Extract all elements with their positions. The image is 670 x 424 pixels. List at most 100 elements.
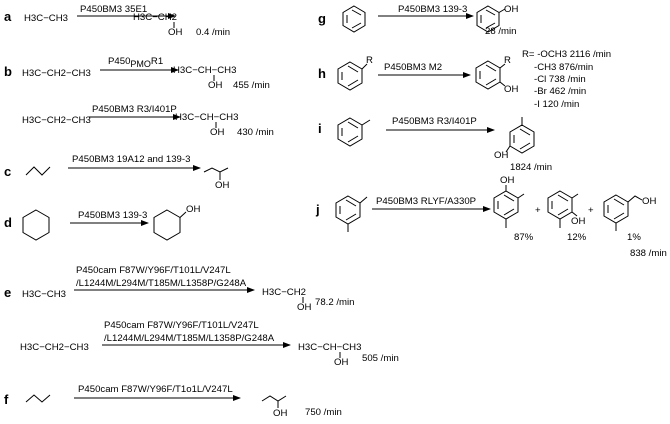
activity-rate: 838 /min (630, 248, 667, 259)
r-bond (499, 63, 506, 69)
hydroxyl-label: OH (208, 80, 222, 91)
double-bond (613, 198, 625, 206)
oh-bond (498, 8, 506, 13)
double-bond (485, 22, 496, 29)
double-bond (485, 78, 497, 86)
activity-rate: 1824 /min (510, 162, 552, 173)
product-isopropanol: H3C−CH−CH3 (175, 112, 238, 123)
plus-sign: + (588, 205, 594, 216)
hydroxyl-label: OH (215, 180, 229, 191)
butane-skeletal (25, 166, 51, 176)
reaction-label-a: a (4, 9, 12, 24)
enzyme-label-line1: P450cam F87W/Y96F/T101L/V247L (76, 265, 231, 276)
enzyme-label: P450BM3 19A12 and 139-3 (72, 154, 190, 165)
hydroxyl-label: OH (642, 196, 656, 207)
activity-rate: 78.2 /min (315, 297, 354, 308)
hydroxyl-label: OH (273, 408, 287, 419)
double-bond (347, 135, 359, 143)
reaction-c: c P450BM3 19A12 and 139-3 OH (4, 154, 229, 191)
enzyme-label: P450cam F87W/Y96F/T1o1L/V247L (78, 384, 233, 395)
reaction-e-1: e H3C−CH3 P450cam F87W/Y96F/T101L/V247L … (4, 265, 354, 313)
oh-bond (499, 81, 506, 87)
double-bond (613, 212, 625, 220)
reaction-h: h R P450BM3 M2 R OH R= -OCH3 2116 /min -… (318, 49, 611, 110)
enzyme-suffix: R1 (151, 56, 163, 67)
rate-r-cl: -Cl 738 /min (534, 74, 586, 85)
reaction-label-i: i (318, 121, 322, 136)
reaction-i: i P450BM3 R3/I401P OH 1824 /min (318, 116, 552, 173)
r-bond (361, 63, 368, 70)
substituent-r: R (366, 55, 373, 66)
double-bond (503, 208, 515, 216)
hydroxyl-label: OH (168, 27, 182, 38)
enzyme-label: P450BM3 35E1 (80, 4, 147, 15)
substrate-propane: H3C−CH2−CH3 (22, 115, 91, 126)
double-bond (345, 199, 357, 207)
double-bond (345, 213, 357, 221)
enzyme-subscript: PMO (130, 59, 151, 69)
hydroxyl-label: OH (504, 4, 518, 15)
reaction-b-1: b H3C−CH2−CH3 P450PMOR1 H3C−CH−CH3 OH 45… (4, 56, 270, 91)
product-ethanol: H3C−CH2 (133, 12, 177, 23)
butanol-skeletal (203, 167, 229, 173)
double-bond (347, 79, 359, 87)
reaction-label-j: j (315, 202, 320, 217)
cyclohexane-ring (22, 209, 50, 241)
rate-r-ome: R= -OCH3 2116 /min (522, 49, 611, 60)
enzyme-label: P450PMOR1 (108, 56, 163, 69)
plus-sign: + (535, 205, 541, 216)
product-isopropanol: H3C−CH−CH3 (298, 342, 361, 353)
yield-1: 1% (627, 232, 641, 243)
reaction-label-b: b (4, 64, 12, 79)
double-bond (347, 121, 359, 129)
oh-bond (505, 145, 511, 153)
rate-r-br: -Br 462 /min (534, 86, 586, 97)
double-bond (485, 9, 496, 16)
reaction-e-2: H3C−CH2−CH3 P450cam F87W/Y96F/T101L/V247… (20, 320, 399, 368)
reaction-label-d: d (4, 215, 12, 230)
double-bond (351, 9, 362, 16)
double-bond (503, 194, 515, 202)
hydroxymethyl-bond (627, 195, 643, 203)
oh-bond (571, 211, 578, 217)
cresol-ring (509, 124, 535, 154)
double-bond (557, 208, 569, 216)
hydroxyl-label: OH (186, 204, 200, 215)
hydroxyl-label: OH (571, 216, 585, 227)
methyl-bond (517, 193, 525, 199)
enzyme-label: P450BM3 R3/I401P (92, 104, 177, 115)
reaction-label-f: f (4, 392, 9, 407)
reaction-a: a H3C−CH3 P450BM3 35E1 H3C−CH2 OH 0.4 /m… (4, 4, 230, 38)
double-bond (519, 128, 531, 136)
hydroxyl-label: OH (334, 357, 348, 368)
cyclohexanol-ring (153, 209, 181, 241)
reaction-f: f P450cam F87W/Y96F/T1o1L/V247L OH 750 /… (4, 384, 342, 419)
reaction-d: d P450BM3 139-3 OH (4, 204, 200, 241)
reaction-label-c: c (4, 164, 11, 179)
enzyme-label-line2: /L1244M/L294M/T185M/L1358P/G248A (104, 333, 275, 344)
substrate-ethane: H3C−CH3 (22, 289, 66, 300)
substituent-r: R (504, 55, 511, 66)
enzyme-label: P450BM3 139-3 (78, 210, 147, 221)
reaction-g: g P450BM3 139-3 OH 28 /min (318, 4, 518, 37)
rate-r-i: -I 120 /min (534, 99, 579, 110)
yield-87: 87% (514, 232, 534, 243)
butanol-skeletal (261, 395, 287, 402)
activity-rate: 0.4 /min (196, 27, 230, 38)
methyl-bond (571, 193, 579, 199)
enzyme-label: P450BM3 M2 (384, 62, 442, 73)
enzyme-prefix: P450 (108, 56, 130, 67)
hydroxyl-label: OH (210, 127, 224, 138)
activity-rate: 430 /min (237, 127, 274, 138)
reaction-label-e: e (4, 285, 11, 300)
hydroxyl-label: OH (297, 302, 311, 313)
reaction-label-h: h (318, 66, 326, 81)
hydroxyl-label: OH (494, 150, 508, 161)
enzyme-label-line2: /L1244M/L294M/T185M/L1358P/G248A (76, 278, 247, 289)
substrate-propane: H3C−CH2−CH3 (22, 68, 91, 79)
benzene-ring (342, 5, 366, 33)
butane-skeletal (25, 394, 51, 403)
double-bond (485, 64, 497, 72)
activity-rate: 455 /min (233, 80, 270, 91)
